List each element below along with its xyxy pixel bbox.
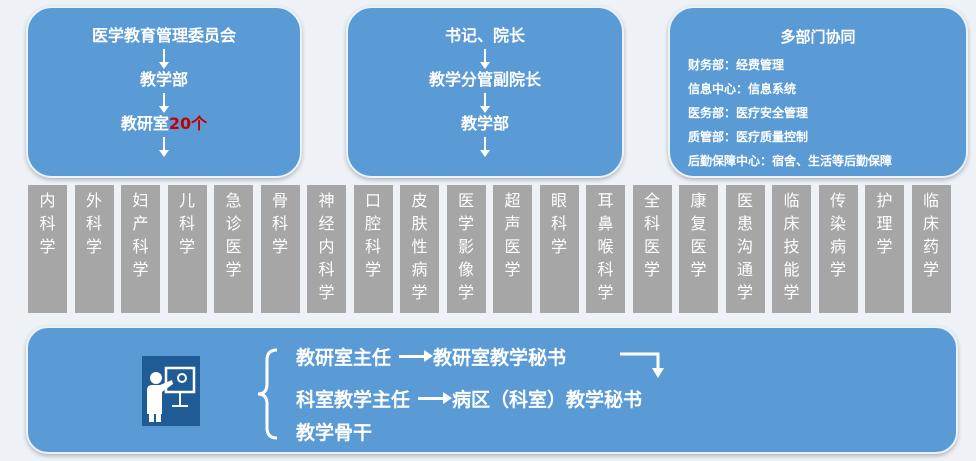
leadership-box: 书记、院长 教学分管副院长 教学部 — [346, 6, 624, 178]
dept-line: 质管部：医疗质量控制 — [688, 130, 809, 144]
department-column: 外科学 — [74, 185, 114, 313]
dept-line: 医务部：医疗安全管理 — [688, 106, 809, 120]
role-teaching-backbone: 教学骨干 — [296, 422, 373, 444]
chain-item-vice-president: 教学分管副院长 — [428, 70, 541, 89]
education-committee-box: 医学教育管理委员会 教学部 教研室20个 — [26, 6, 302, 178]
department-column: 骨科学 — [260, 185, 300, 313]
chain-item-teaching-dept: 教学部 — [460, 114, 509, 133]
department-column: 内科学 — [28, 185, 67, 313]
down-arrow-icon — [159, 93, 169, 113]
teaching-roles-box — [26, 326, 958, 454]
dept-line: 后勤保障中心：宿舍、生活等后勤保障 — [688, 154, 893, 168]
role-row-1: 教研室主任 教研室教学秘书 — [296, 343, 566, 370]
down-arrow-icon — [159, 49, 169, 69]
chain-item-teaching-dept: 教学部 — [139, 70, 188, 89]
chain-item-committee: 医学教育管理委员会 — [91, 26, 236, 45]
role-office-director: 教研室主任 — [296, 347, 392, 369]
down-arrow-icon — [159, 137, 169, 157]
department-column: 儿科学 — [167, 185, 207, 313]
department-column: 医患沟通学 — [725, 185, 765, 313]
down-arrow-icon — [480, 137, 490, 157]
department-column: 临床技能学 — [772, 185, 811, 313]
teacher-presentation-icon — [142, 356, 200, 426]
department-column: 医学影像学 — [446, 185, 486, 313]
right-arrow-icon — [399, 350, 434, 362]
down-arrow-icon — [480, 93, 490, 113]
bent-arrow-icon — [620, 352, 664, 378]
department-column: 耳鼻喉科学 — [586, 185, 625, 313]
role-row-2: 科室教学主任 病区（科室）教学秘书 — [296, 385, 642, 412]
role-office-secretary: 教研室教学秘书 — [433, 347, 567, 369]
department-column: 口腔科学 — [353, 185, 393, 313]
brace-icon — [257, 348, 278, 440]
multi-dept-list: 财务部：经费管理 信息中心：信息系统 医务部：医疗安全管理 质管部：医疗质量控制… — [670, 53, 966, 173]
dept-line: 财务部：经费管理 — [688, 58, 785, 72]
department-column: 康复医学 — [679, 185, 718, 313]
chain-item-president: 书记、院长 — [444, 26, 525, 45]
right-arrow-icon — [418, 392, 453, 404]
role-row-3: 教学骨干 — [296, 418, 372, 445]
department-column: 护理学 — [865, 185, 904, 313]
chain-item-teaching-office: 教研室20个 — [120, 114, 208, 133]
multi-dept-title: 多部门协同 — [780, 28, 856, 46]
department-column: 皮肤性病学 — [400, 185, 439, 313]
department-column: 临床药学 — [911, 185, 951, 313]
department-column: 超声医学 — [493, 185, 532, 313]
dept-line: 信息中心：信息系统 — [688, 82, 797, 96]
department-column: 眼科学 — [539, 185, 579, 313]
office-count: 20个 — [168, 114, 208, 133]
department-column: 传染病学 — [818, 185, 858, 313]
department-column: 神经内科学 — [307, 185, 346, 313]
role-ward-secretary: 病区（科室）教学秘书 — [452, 389, 643, 411]
role-dept-director: 科室教学主任 — [296, 389, 411, 411]
down-arrow-icon — [480, 49, 490, 69]
department-column: 急诊医学 — [214, 185, 253, 313]
department-column: 妇产科学 — [121, 185, 160, 313]
multi-dept-box: 多部门协同 财务部：经费管理 信息中心：信息系统 医务部：医疗安全管理 质管部：… — [668, 6, 968, 178]
department-column: 全科医学 — [632, 185, 672, 313]
